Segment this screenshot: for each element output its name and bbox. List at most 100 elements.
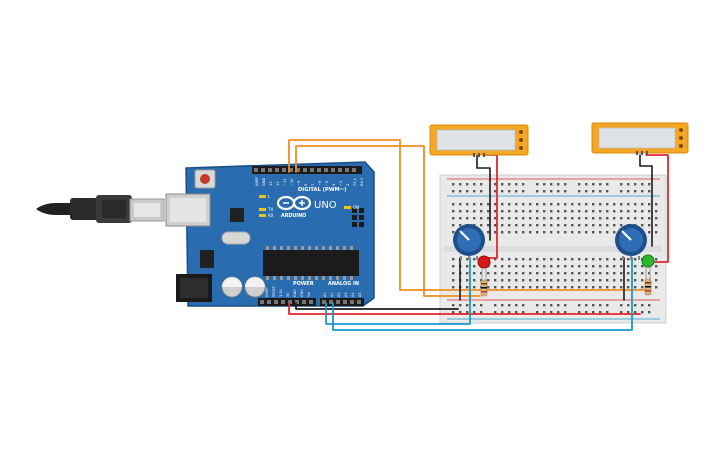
usb-cable-icon[interactable] [36,195,165,223]
potentiometer-knob-icon[interactable] [451,224,487,260]
breadboard-hole[interactable] [536,231,539,234]
breadboard-hole[interactable] [473,217,476,220]
breadboard-hole[interactable] [578,190,581,193]
breadboard-hole[interactable] [452,183,455,186]
breadboard-hole[interactable] [466,272,469,275]
breadboard-hole[interactable] [508,231,511,234]
breadboard-hole[interactable] [648,272,651,275]
breadboard-hole[interactable] [648,231,651,234]
breadboard-hole[interactable] [571,258,574,261]
breadboard-hole[interactable] [508,224,511,227]
breadboard-hole[interactable] [508,272,511,275]
breadboard-hole[interactable] [613,203,616,206]
breadboard-hole[interactable] [529,272,532,275]
breadboard-hole[interactable] [599,286,602,289]
breadboard-hole[interactable] [592,183,595,186]
breadboard-hole[interactable] [466,279,469,282]
wire-blue-a0[interactable] [325,257,471,325]
breadboard-hole[interactable] [578,311,581,314]
breadboard-hole[interactable] [592,224,595,227]
breadboard-hole[interactable] [557,203,560,206]
breadboard-hole[interactable] [473,183,476,186]
breadboard-hole[interactable] [550,272,553,275]
breadboard-hole[interactable] [494,279,497,282]
breadboard-holes[interactable] [452,183,658,314]
breadboard-hole[interactable] [508,265,511,268]
breadboard-hole[interactable] [634,304,637,307]
breadboard-hole[interactable] [571,279,574,282]
breadboard-hole[interactable] [452,258,455,261]
breadboard-hole[interactable] [473,190,476,193]
breadboard-hole[interactable] [648,304,651,307]
breadboard-hole[interactable] [557,231,560,234]
breadboard-hole[interactable] [627,217,630,220]
breadboard-hole[interactable] [564,258,567,261]
breadboard-hole[interactable] [599,311,602,314]
breadboard-hole[interactable] [515,311,518,314]
breadboard-hole[interactable] [592,231,595,234]
breadboard-hole[interactable] [599,183,602,186]
breadboard-hole[interactable] [487,279,490,282]
wire-orange-1[interactable] [288,139,455,291]
breadboard-hole[interactable] [557,272,560,275]
breadboard-hole[interactable] [613,258,616,261]
breadboard-hole[interactable] [599,258,602,261]
breadboard-hole[interactable] [648,183,651,186]
breadboard-hole[interactable] [620,190,623,193]
breadboard-hole[interactable] [536,217,539,220]
breadboard-hole[interactable] [571,217,574,220]
breadboard-hole[interactable] [606,265,609,268]
breadboard-hole[interactable] [613,231,616,234]
breadboard-hole[interactable] [599,203,602,206]
breadboard-hole[interactable] [592,279,595,282]
breadboard-hole[interactable] [648,190,651,193]
breadboard-hole[interactable] [536,286,539,289]
breadboard-hole[interactable] [529,286,532,289]
breadboard-hole[interactable] [606,217,609,220]
breadboard-hole[interactable] [466,304,469,307]
breadboard-hole[interactable] [536,190,539,193]
breadboard-hole[interactable] [599,190,602,193]
breadboard-hole[interactable] [620,258,623,261]
breadboard-hole[interactable] [480,190,483,193]
breadboard-hole[interactable] [571,203,574,206]
breadboard-hole[interactable] [522,311,525,314]
breadboard-hole[interactable] [487,231,490,234]
breadboard-hole[interactable] [522,272,525,275]
breadboard-hole[interactable] [508,279,511,282]
breadboard-hole[interactable] [487,224,490,227]
breadboard-hole[interactable] [543,286,546,289]
breadboard-hole[interactable] [501,231,504,234]
breadboard-hole[interactable] [627,286,630,289]
breadboard-hole[interactable] [550,217,553,220]
breadboard-hole[interactable] [473,272,476,275]
wire-blue-a1[interactable] [332,257,633,331]
breadboard-hole[interactable] [536,203,539,206]
breadboard-hole[interactable] [466,258,469,261]
breadboard-hole[interactable] [522,304,525,307]
breadboard-hole[interactable] [634,279,637,282]
breadboard-hole[interactable] [585,304,588,307]
breadboard-hole[interactable] [459,210,462,213]
breadboard-hole[interactable] [599,210,602,213]
breadboard-hole[interactable] [641,203,644,206]
breadboard-hole[interactable] [641,210,644,213]
breadboard-hole[interactable] [648,311,651,314]
breadboard-hole[interactable] [564,304,567,307]
breadboard-hole[interactable] [473,286,476,289]
breadboard-hole[interactable] [543,217,546,220]
breadboard-hole[interactable] [648,224,651,227]
breadboard-hole[interactable] [494,304,497,307]
breadboard-hole[interactable] [473,258,476,261]
breadboard-hole[interactable] [592,272,595,275]
breadboard-hole[interactable] [466,190,469,193]
breadboard-hole[interactable] [466,286,469,289]
breadboard-hole[interactable] [508,183,511,186]
breadboard-hole[interactable] [508,304,511,307]
breadboard-hole[interactable] [613,272,616,275]
breadboard-hole[interactable] [515,224,518,227]
breadboard-hole[interactable] [543,311,546,314]
breadboard-hole[interactable] [627,183,630,186]
breadboard-hole[interactable] [564,203,567,206]
breadboard-hole[interactable] [543,224,546,227]
